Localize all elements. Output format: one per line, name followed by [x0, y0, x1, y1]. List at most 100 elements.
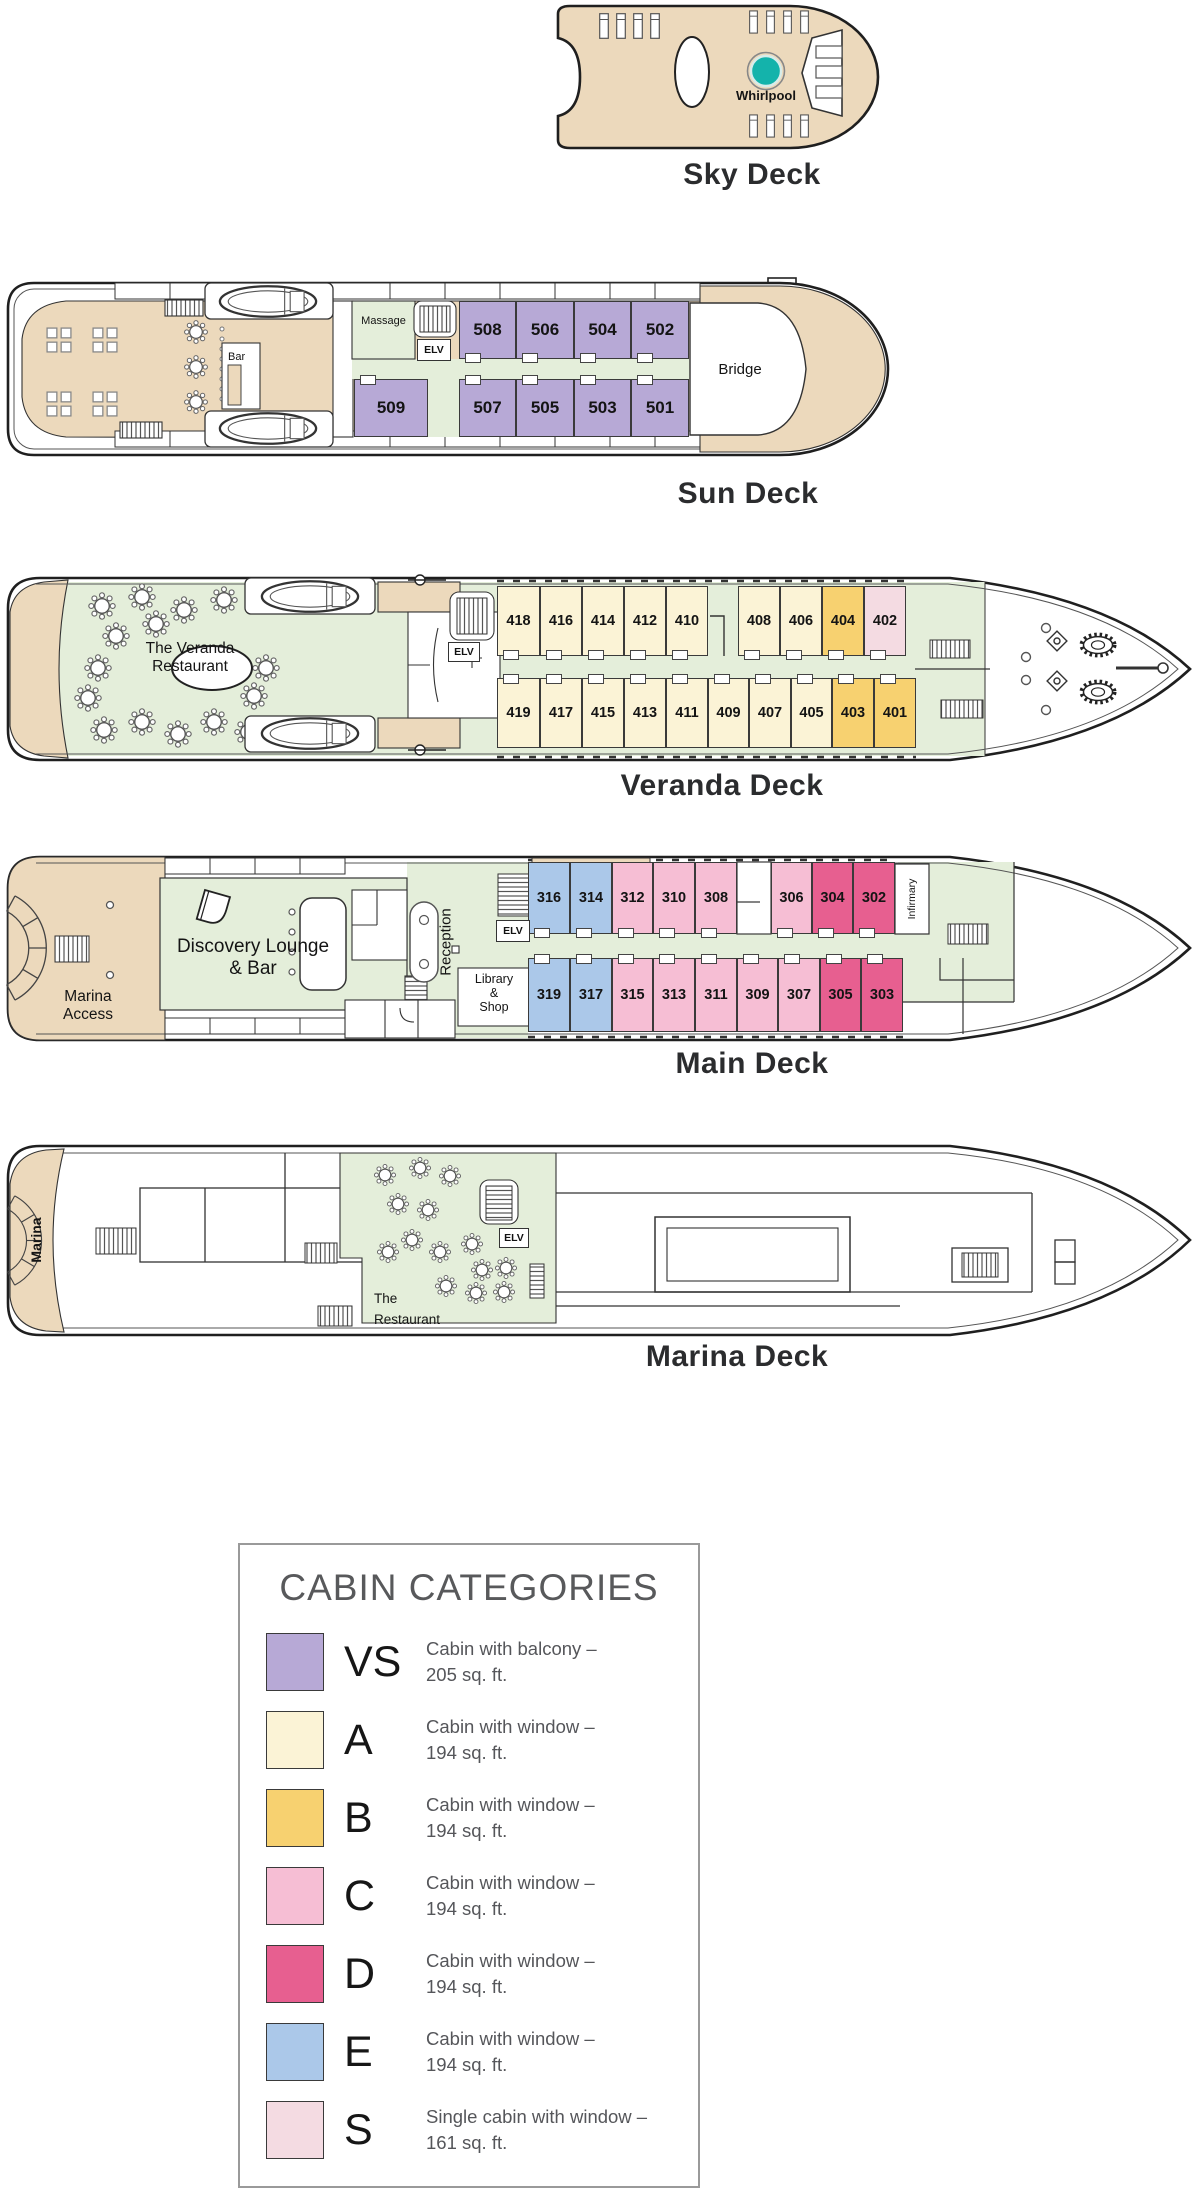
cabin-309: 309	[737, 954, 778, 1032]
legend-row-a: A Cabin with window – 194 sq. ft.	[240, 1701, 698, 1779]
legend-row-vs: VS Cabin with balcony – 205 sq. ft.	[240, 1623, 698, 1701]
veranda-deck-title: Veranda Deck	[620, 769, 824, 802]
cabin-419: 419	[497, 674, 540, 748]
elevator-label: ELV	[448, 642, 480, 662]
cabin-506: 506	[516, 301, 574, 363]
stern-terrace	[9, 579, 69, 759]
legend-desc: Cabin with window – 194 sq. ft.	[426, 1794, 595, 1841]
elevator-label: ELV	[417, 339, 451, 361]
elevator-label: ELV	[499, 1228, 529, 1248]
library-shop-label: Library & Shop	[474, 972, 514, 1014]
cabin-410: 410	[666, 586, 708, 660]
legend-desc: Cabin with balcony – 205 sq. ft.	[426, 1638, 597, 1685]
cabin-402: 402	[864, 586, 906, 660]
stairs-icon-elv	[497, 873, 533, 917]
cabin-413: 413	[624, 674, 666, 748]
sun-deck: 508 506 504 502 509 507 505 503 501 Mass…	[0, 275, 900, 515]
bar-counter-icon	[288, 897, 347, 991]
whirlpool-icon	[746, 51, 786, 91]
legend-row-e: E Cabin with window – 194 sq. ft.	[240, 2013, 698, 2091]
cabin-501: 501	[631, 375, 689, 437]
stairs-right	[915, 639, 990, 719]
skylight-icon	[674, 36, 710, 108]
stair-structure-icon	[801, 28, 843, 118]
legend-row-b: B Cabin with window – 194 sq. ft.	[240, 1779, 698, 1857]
marina-hull	[6, 1144, 1192, 1337]
cabin-408: 408	[738, 586, 780, 660]
restaurant-dance-floor	[171, 645, 253, 691]
legend-desc: Cabin with window – 194 sq. ft.	[426, 1872, 595, 1919]
hull-inner-line	[36, 579, 1179, 759]
bridge-label: Bridge	[718, 361, 762, 378]
legend-desc: Cabin with window – 194 sq. ft.	[426, 1950, 595, 1997]
cabin-415: 415	[582, 674, 624, 748]
cabin-307: 307	[778, 954, 820, 1032]
cabin-304: 304	[812, 862, 853, 938]
massage-room	[351, 300, 416, 360]
legend-desc: Cabin with window – 194 sq. ft.	[426, 1716, 595, 1763]
legend-code: S	[344, 2105, 373, 2154]
legend-title: CABIN CATEGORIES	[279, 1567, 659, 1608]
sky-deck-hull	[556, 4, 880, 150]
cabin-407: 407	[749, 674, 791, 748]
legend-swatch-vs	[266, 1633, 324, 1691]
marina-access-label: Marina Access	[63, 988, 113, 1023]
legend-row-c: C Cabin with window – 194 sq. ft.	[240, 1857, 698, 1935]
legend-swatch-s	[266, 2101, 324, 2159]
legend-code: C	[344, 1871, 376, 1920]
legend-code: VS	[344, 1637, 402, 1686]
stairs-icons	[119, 299, 204, 439]
cabin-303: 303	[861, 954, 903, 1032]
bar-label: Bar	[228, 351, 246, 363]
whirlpool-label: Whirlpool	[736, 88, 796, 103]
cabin-305: 305	[820, 954, 861, 1032]
cabin-414: 414	[582, 586, 624, 660]
stairs-icon-elv	[413, 300, 457, 338]
legend-row-d: D Cabin with window – 194 sq. ft.	[240, 1935, 698, 2013]
cabin-508: 508	[459, 301, 516, 363]
cabin-505: 505	[516, 375, 574, 437]
cabin-312: 312	[612, 862, 653, 938]
hull-inner-line	[36, 858, 1179, 1039]
stern-marina-access	[5, 856, 166, 1041]
cabin-314: 314	[570, 862, 612, 938]
discovery-lounge-label: Discovery Lounge & Bar	[176, 936, 330, 979]
lounge-rooms	[344, 889, 456, 1039]
infirmary-label: Infirmary	[906, 878, 918, 920]
infirmary-room	[894, 863, 930, 935]
main-deck: 316 314 312 310 308 306 304 302 319 317 …	[0, 850, 1200, 1095]
marina-deck: Marina ELV The Restaurant Marina Deck	[0, 1140, 1200, 1390]
bridge	[689, 285, 886, 453]
bow-rooms	[556, 1192, 1076, 1307]
piano-icon	[195, 888, 232, 924]
cabin-509: 509	[354, 375, 428, 437]
cabin-416: 416	[540, 586, 582, 660]
midship-room	[736, 861, 772, 935]
cabin-319: 319	[528, 954, 570, 1032]
stern-marina-platform	[6, 1148, 137, 1333]
midship-stairs	[304, 1242, 353, 1327]
library-shop-room	[457, 967, 531, 1027]
cabin-401: 401	[874, 674, 916, 748]
main-deck-title: Main Deck	[675, 1047, 829, 1080]
cabin-504: 504	[574, 301, 631, 363]
cabin-411: 411	[666, 674, 708, 748]
legend-swatch-c	[266, 1867, 324, 1925]
cabin-317: 317	[570, 954, 612, 1032]
bar-counter-icon	[227, 364, 242, 406]
legend-desc: Single cabin with window – 161 sq. ft.	[426, 2106, 648, 2153]
legend-code: D	[344, 1949, 376, 1998]
cabin-503: 503	[574, 375, 631, 437]
anchor-gear-icons	[1020, 622, 1169, 716]
cabin-313: 313	[653, 954, 695, 1032]
cabin-302: 302	[853, 862, 895, 938]
reception-desk-icon	[409, 901, 460, 983]
cabin-308: 308	[695, 862, 737, 938]
corridor	[352, 359, 692, 437]
legend-swatch-a	[266, 1711, 324, 1769]
cabin-406: 406	[780, 586, 822, 660]
sky-deck: Whirlpool Sky Deck	[550, 0, 890, 200]
stairs-icon-elv	[479, 1179, 545, 1299]
cabin-502: 502	[631, 301, 689, 363]
